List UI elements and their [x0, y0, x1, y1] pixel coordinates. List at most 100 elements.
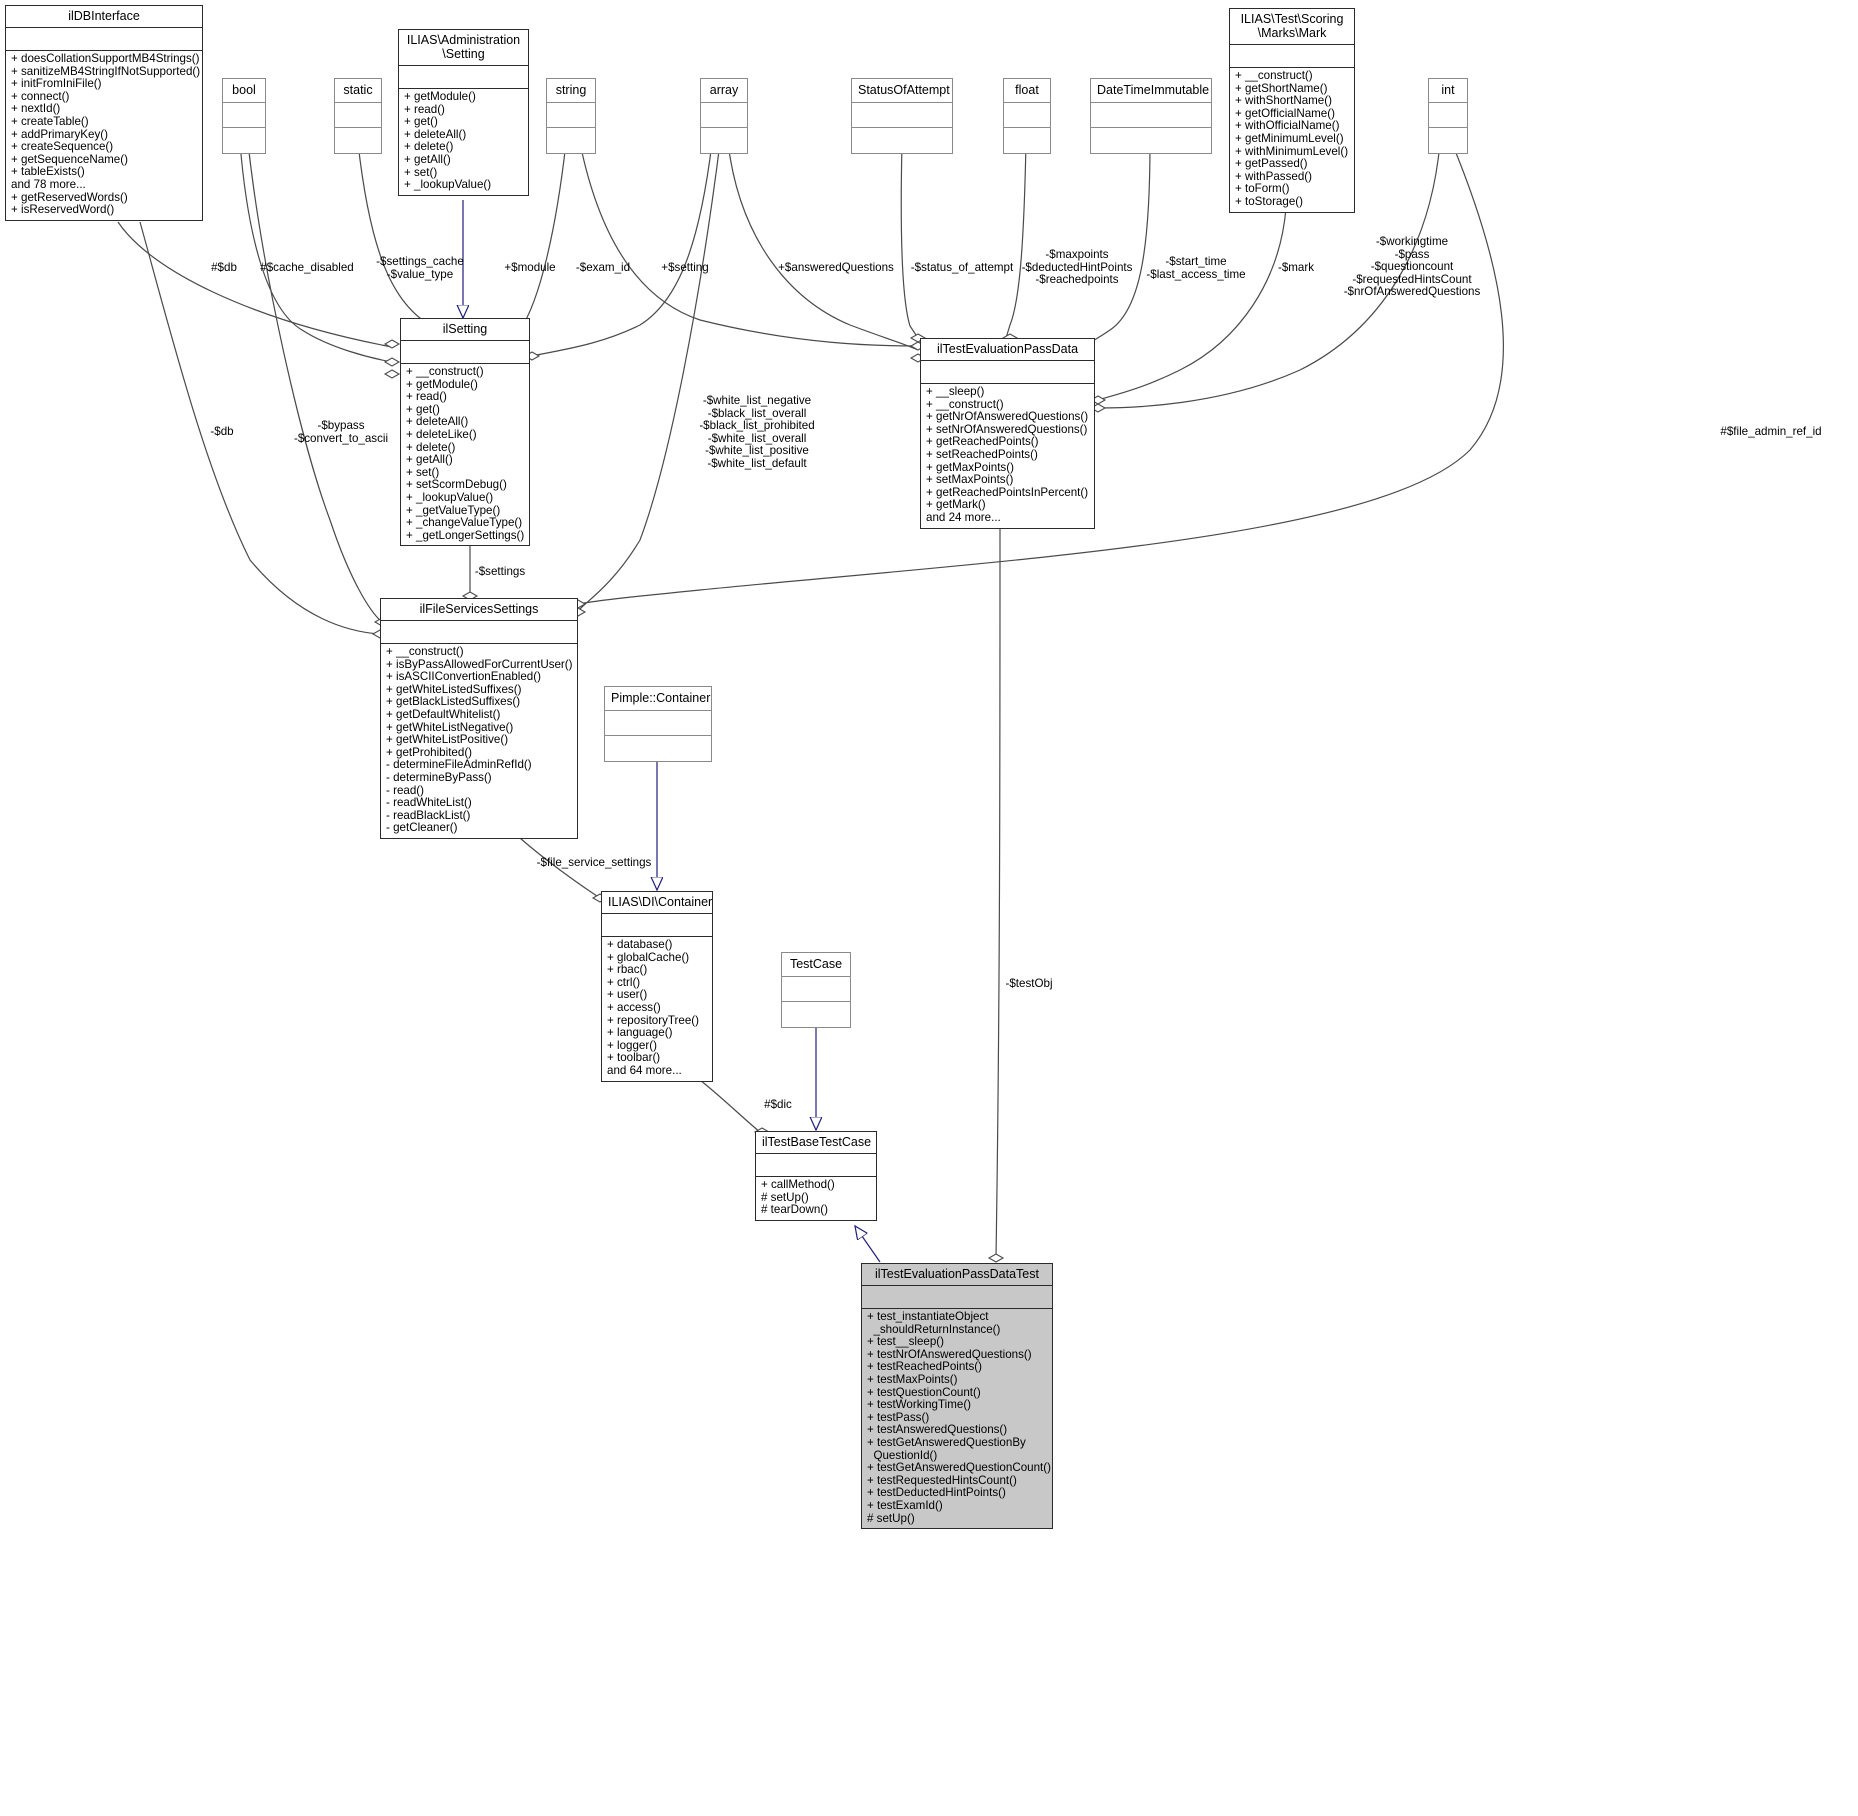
class-title: Pimple::Container — [611, 691, 711, 705]
class-operations — [1091, 128, 1211, 153]
op: + _lookupValue() — [404, 178, 492, 192]
edge-label-bypass: -$bypass -$convert_to_ascii — [293, 419, 389, 445]
op: + getAll() — [404, 152, 451, 166]
class-node-bool[interactable]: bool — [222, 78, 266, 154]
class-node-ilfileservicessettings[interactable]: ilFileServicesSettings + __construct() +… — [380, 598, 578, 839]
op: - read() — [386, 783, 425, 797]
op: QuestionId() — [867, 1448, 938, 1462]
class-title: int — [1441, 83, 1455, 97]
class-node-iltestevaluationpassdata[interactable]: ilTestEvaluationPassData + __sleep() + _… — [920, 338, 1095, 529]
class-title: ilTestEvaluationPassDataTest — [875, 1267, 1039, 1281]
op: + testRequestedHintsCount() — [867, 1473, 1017, 1487]
edge-label-db1: #$db — [211, 261, 237, 274]
op: - determineFileAdminRefId() — [386, 758, 532, 772]
op: + test__sleep() — [867, 1335, 945, 1349]
class-node-iltestevaluationpassdatatest[interactable]: ilTestEvaluationPassDataTest + test_inst… — [861, 1263, 1053, 1530]
class-operations — [1429, 128, 1467, 153]
op: + isASCIIConvertionEnabled() — [386, 670, 541, 684]
class-title: ilTestEvaluationPassData — [936, 342, 1079, 356]
class-node-ilias-di-container[interactable]: ILIAS\DI\Container + database() + global… — [601, 891, 713, 1082]
divider — [1230, 67, 1354, 68]
edge-label-testobj: -$testObj — [1005, 977, 1053, 990]
edge-label-module: +$module — [504, 261, 556, 274]
class-title: ilTestBaseTestCase — [762, 1135, 872, 1149]
op: + __sleep() — [926, 385, 985, 398]
divider — [399, 65, 528, 66]
op: + _getLongerSettings() — [406, 528, 525, 542]
class-operations — [852, 128, 952, 153]
class-node-statusofattempt[interactable]: StatusOfAttempt — [851, 78, 953, 154]
class-node-ilsetting[interactable]: ilSetting + __construct() + getModule() … — [400, 318, 530, 547]
edge-label-settings-cache: -$settings_cache -$value_type — [376, 255, 464, 281]
op: + toStorage() — [1235, 194, 1303, 208]
divider — [1230, 44, 1354, 45]
class-node-pimple-container[interactable]: Pimple::Container — [604, 686, 712, 762]
class-attributes — [335, 103, 381, 127]
edge-label-db2: -$db — [210, 425, 234, 438]
op: + repositoryTree() — [607, 1013, 700, 1027]
class-node-string[interactable]: string — [546, 78, 596, 154]
op: + withMinimumLevel() — [1235, 144, 1349, 158]
edge-label-answered-questions: +$answeredQuestions — [778, 261, 894, 274]
op: # tearDown() — [761, 1203, 829, 1217]
edge-label-settings: -$settings — [474, 565, 526, 578]
op: + setNrOfAnsweredQuestions() — [926, 422, 1088, 436]
op: + addPrimaryKey() — [11, 127, 108, 141]
class-attributes — [223, 103, 265, 127]
op: + _changeValueType() — [406, 516, 523, 530]
divider — [602, 936, 712, 937]
op: + delete() — [406, 440, 456, 454]
class-attributes — [381, 621, 577, 643]
class-attributes — [1091, 103, 1211, 127]
class-title: ilDBInterface — [68, 9, 140, 23]
divider — [547, 102, 595, 103]
class-node-iltestbasetestcase[interactable]: ilTestBaseTestCase + callMethod() # setU… — [755, 1131, 877, 1221]
op: + testQuestionCount() — [867, 1385, 981, 1399]
divider — [335, 102, 381, 103]
class-node-datetimeimmutable[interactable]: DateTimeImmutable — [1090, 78, 1212, 154]
divider — [756, 1176, 876, 1177]
divider — [381, 643, 577, 644]
op: + deleteAll() — [406, 415, 469, 429]
class-title: array — [709, 83, 739, 97]
divider — [1091, 127, 1211, 128]
divider — [1004, 102, 1050, 103]
op: + get() — [404, 115, 438, 129]
op: + read() — [406, 390, 447, 404]
class-node-int[interactable]: int — [1428, 78, 1468, 154]
class-node-ilias-administration-setting[interactable]: ILIAS\Administration \Setting + getModul… — [398, 29, 529, 196]
class-node-float[interactable]: float — [1003, 78, 1051, 154]
op: + getOfficialName() — [1235, 106, 1335, 120]
op: # setUp() — [761, 1190, 809, 1204]
divider — [852, 127, 952, 128]
op: + tableExists() — [11, 165, 85, 179]
divider — [335, 127, 381, 128]
op: + getReachedPointsInPercent() — [926, 485, 1089, 499]
op: + getDefaultWhitelist() — [386, 707, 501, 721]
class-title: bool — [232, 83, 256, 97]
op: + getSequenceName() — [11, 152, 128, 166]
op: + isByPassAllowedForCurrentUser() — [386, 657, 573, 671]
op: + getShortName() — [1235, 81, 1328, 95]
op-more: and 78 more... — [11, 177, 86, 191]
class-attributes — [6, 28, 202, 50]
divider — [6, 27, 202, 28]
edge-label-setting: +$setting — [661, 261, 709, 274]
op: + withOfficialName() — [1235, 119, 1340, 133]
class-node-testcase[interactable]: TestCase — [781, 952, 851, 1028]
divider — [782, 976, 850, 977]
edge-label-dic: #$dic — [764, 1098, 792, 1111]
op: + __construct() — [386, 645, 464, 658]
class-operations — [547, 128, 595, 153]
class-operations: + __construct() + getModule() + read() +… — [401, 364, 529, 545]
op: + getReachedPoints() — [926, 435, 1039, 449]
class-node-mark[interactable]: ILIAS\Test\Scoring \Marks\Mark + __const… — [1229, 8, 1355, 213]
class-operations — [223, 128, 265, 153]
class-attributes — [862, 1286, 1052, 1308]
class-attributes — [547, 103, 595, 127]
class-node-ildbinterface[interactable]: ilDBInterface + doesCollationSupportMB4S… — [5, 5, 203, 221]
class-node-static[interactable]: static — [334, 78, 382, 154]
divider — [401, 340, 529, 341]
class-node-array[interactable]: array — [700, 78, 748, 154]
op: + testExamId() — [867, 1498, 943, 1512]
